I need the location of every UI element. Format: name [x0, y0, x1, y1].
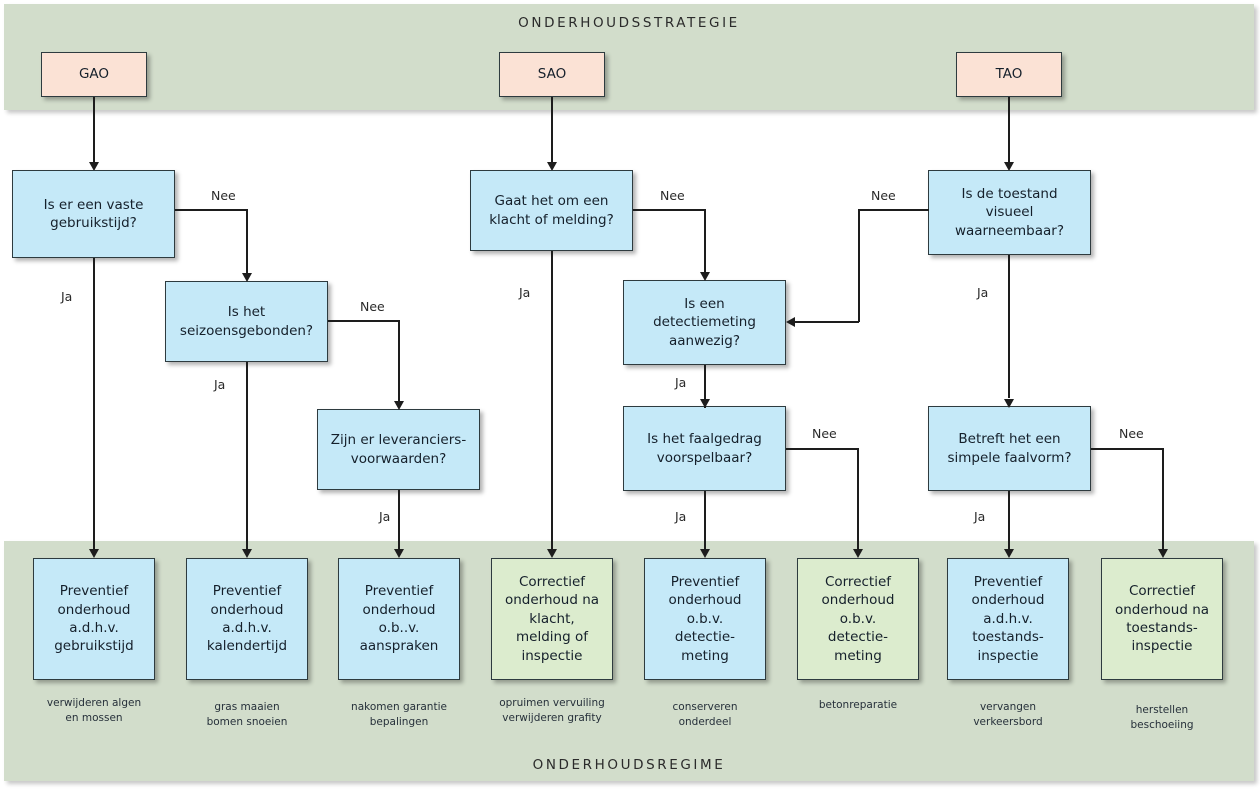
connector-toestand-visueel-ja [1008, 255, 1010, 398]
arrow-toestand-visueel-ja [1003, 399, 1014, 408]
decision-box-vaste-gebruikstijd[interactable]: Is er een vaste gebruikstijd? [12, 170, 175, 258]
edge-label-faalgedrag-ja: Ja [675, 509, 687, 524]
decision-box-leveranciersvoorwaarden[interactable]: Zijn er leveranciers- voorwaarden? [317, 409, 480, 490]
connector-toestand-visueel-nee-h2 [793, 321, 859, 323]
outcome-box-correctief-klacht[interactable]: Correctief onderhoud na klacht, melding … [491, 558, 613, 680]
outcome-box-preventief-gebruikstijd[interactable]: Preventief onderhoud a.d.h.v. gebruiksti… [33, 558, 155, 680]
decision-box-seizoensgebonden[interactable]: Is het seizoensgebonden? [165, 281, 328, 362]
outcome-caption-correctief-toestandsinspectie: herstellen beschoeiing [1130, 704, 1194, 732]
outcome-box-preventief-toestandsinspectie[interactable]: Preventief onderhoud a.d.h.v. toestands-… [947, 558, 1069, 680]
edge-label-simpele-faalvorm-ja: Ja [974, 509, 986, 524]
outcome-caption-correctief-klacht: opruimen vervuiling verwijderen grafity [499, 697, 605, 725]
connector-faalgedrag-ja [704, 491, 706, 552]
connector-sao-to-klacht-of-melding [551, 97, 553, 164]
edge-label-toestand-visueel-nee: Nee [871, 188, 896, 203]
band-onderhoudsstrategie-title: ONDERHOUDSSTRATEGIE [518, 15, 740, 31]
outcome-box-preventief-aanspraken[interactable]: Preventief onderhoud o.b..v. aanspraken [338, 558, 460, 680]
edge-label-vaste-gebruikstijd-ja: Ja [61, 289, 73, 304]
outcome-caption-preventief-kalendertijd: gras maaien bomen snoeien [206, 701, 288, 729]
connector-tao-to-toestand-visueel [1008, 97, 1010, 164]
connector-toestand-visueel-nee-h1 [858, 209, 929, 211]
outcome-box-correctief-detectiemeting[interactable]: Correctief onderhoud o.b.v. detectie- me… [797, 558, 919, 680]
connector-vaste-gebruikstijd-nee-v [246, 209, 248, 275]
arrow-sao-to-klacht-of-melding [546, 162, 557, 171]
strategy-box-gao[interactable]: GAO [41, 52, 147, 97]
outcome-caption-correctief-detectiemeting: betonreparatie [818, 699, 898, 711]
decision-box-simpele-faalvorm[interactable]: Betreft het een simpele faalvorm? [928, 406, 1091, 491]
strategy-box-sao[interactable]: SAO [499, 52, 605, 97]
arrow-leveranciersvoorwaarden-ja [393, 549, 404, 558]
connector-detectiemeting-ja [704, 365, 706, 408]
connector-faalgedrag-nee-v [857, 448, 859, 553]
edge-label-leveranciersvoorwaarden-ja: Ja [379, 509, 391, 524]
decision-box-klacht-of-melding[interactable]: Gaat het om een klacht of melding? [470, 170, 633, 251]
edge-label-klacht-of-melding-nee: Nee [660, 188, 685, 203]
connector-toestand-visueel-nee-v [858, 209, 860, 322]
arrow-faalgedrag-ja [699, 549, 710, 558]
decision-box-toestand-visueel[interactable]: Is de toestand visueel waarneembaar? [928, 170, 1091, 255]
connector-simpele-faalvorm-nee-h [1091, 448, 1164, 450]
edge-label-simpele-faalvorm-nee: Nee [1119, 426, 1144, 441]
decision-box-faalgedrag[interactable]: Is het faalgedrag voorspelbaar? [623, 406, 786, 491]
connector-simpele-faalvorm-ja [1008, 491, 1010, 552]
arrow-klacht-of-melding-nee [699, 272, 710, 281]
connector-klacht-of-melding-ja [551, 251, 553, 552]
arrow-toestand-visueel-nee [786, 316, 795, 327]
connector-seizoensgebonden-nee-h [328, 320, 399, 322]
connector-gao-to-vaste-gebruikstijd [93, 97, 95, 164]
connector-seizoensgebonden-ja [246, 362, 248, 552]
arrow-tao-to-toestand-visueel [1003, 162, 1014, 171]
edge-label-klacht-of-melding-ja: Ja [519, 285, 531, 300]
outcome-caption-preventief-aanspraken: nakomen garantie bepalingen [351, 701, 447, 729]
arrow-faalgedrag-nee [852, 549, 863, 558]
outcome-box-correctief-toestandsinspectie[interactable]: Correctief onderhoud na toestands- inspe… [1101, 558, 1223, 680]
arrow-gao-to-vaste-gebruikstijd [88, 162, 99, 171]
edge-label-toestand-visueel-ja: Ja [977, 285, 989, 300]
arrow-simpele-faalvorm-nee [1157, 549, 1168, 558]
arrow-seizoensgebonden-nee [393, 401, 404, 410]
band-onderhoudsstrategie: ONDERHOUDSSTRATEGIE [4, 4, 1254, 110]
band-onderhoudsregime-title: ONDERHOUDSREGIME [532, 757, 726, 773]
outcome-box-preventief-kalendertijd[interactable]: Preventief onderhoud a.d.h.v. kalenderti… [186, 558, 308, 680]
connector-klacht-of-melding-nee-v [704, 209, 706, 274]
edge-label-faalgedrag-nee: Nee [812, 426, 837, 441]
arrow-vaste-gebruikstijd-ja [88, 549, 99, 558]
edge-label-detectiemeting-ja: Ja [675, 375, 687, 390]
connector-faalgedrag-nee-h [786, 448, 859, 450]
edge-label-vaste-gebruikstijd-nee: Nee [211, 188, 236, 203]
connector-vaste-gebruikstijd-ja [93, 258, 95, 552]
outcome-caption-preventief-toestandsinspectie: vervangen verkeersbord [973, 701, 1043, 729]
strategy-box-tao[interactable]: TAO [956, 52, 1062, 97]
outcome-caption-preventief-gebruikstijd: verwijderen algen en mossen [46, 697, 142, 725]
edge-label-seizoensgebonden-nee: Nee [360, 299, 385, 314]
connector-simpele-faalvorm-nee-v [1162, 448, 1164, 553]
outcome-box-preventief-detectiemeting[interactable]: Preventief onderhoud o.b.v. detectie- me… [644, 558, 766, 680]
arrow-klacht-of-melding-ja [546, 549, 557, 558]
arrow-vaste-gebruikstijd-nee [241, 273, 252, 282]
connector-vaste-gebruikstijd-nee-h [175, 209, 248, 211]
connector-seizoensgebonden-nee-v [398, 320, 400, 403]
connector-klacht-of-melding-nee-h [633, 209, 705, 211]
outcome-caption-preventief-detectiemeting: conserveren onderdeel [672, 701, 738, 729]
arrow-detectiemeting-ja [699, 399, 710, 408]
connector-leveranciersvoorwaarden-ja [398, 490, 400, 552]
decision-box-detectiemeting[interactable]: Is een detectiemeting aanwezig? [623, 280, 786, 365]
edge-label-seizoensgebonden-ja: Ja [214, 377, 226, 392]
arrow-simpele-faalvorm-ja [1003, 549, 1014, 558]
arrow-seizoensgebonden-ja [241, 549, 252, 558]
